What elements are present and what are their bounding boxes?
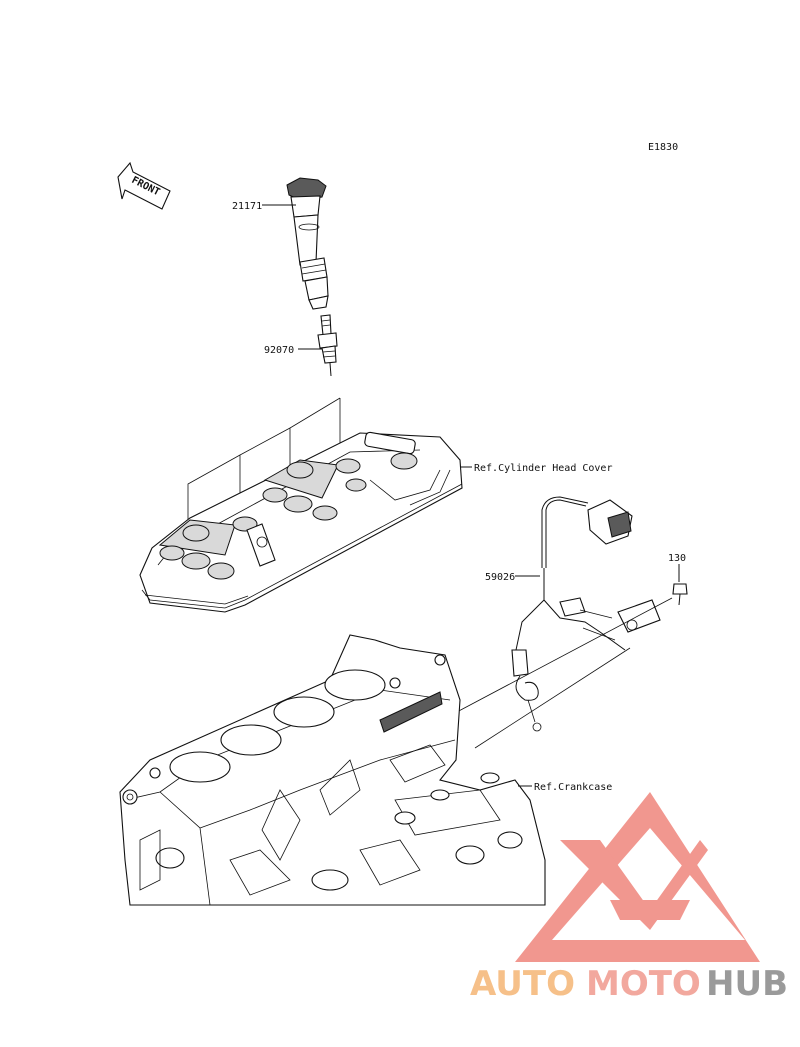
- cylinder-bores: [169, 669, 386, 783]
- crankcase: [119, 634, 546, 906]
- svg-text:MOTO: MOTO: [586, 964, 701, 1004]
- front-arrow-icon: FRONT: [117, 161, 171, 210]
- callout-130: 130: [668, 553, 686, 564]
- cylinder-head-cover: [139, 431, 463, 613]
- bolt[interactable]: [672, 583, 688, 606]
- sensor-guide-lines: [454, 597, 673, 749]
- callout-ref-crankcase: Ref.Crankcase: [534, 782, 612, 793]
- callout-21171: 21171: [232, 201, 262, 212]
- spark-plug[interactable]: [317, 314, 338, 377]
- callout-ref-head-cover: Ref.Cylinder Head Cover: [474, 463, 612, 474]
- callout-92070: 92070: [264, 345, 294, 356]
- plug-holes: [159, 452, 418, 580]
- ignition-coil[interactable]: [286, 177, 329, 310]
- sensor-harness[interactable]: [511, 496, 661, 732]
- watermark-text: AUTO MOTO HUB: [470, 964, 788, 1004]
- svg-text:HUB: HUB: [706, 964, 788, 1004]
- diagram-code: E1830: [648, 142, 678, 153]
- callout-59026: 59026: [485, 572, 515, 583]
- watermark-logo: [515, 792, 760, 962]
- svg-text:AUTO: AUTO: [470, 964, 575, 1004]
